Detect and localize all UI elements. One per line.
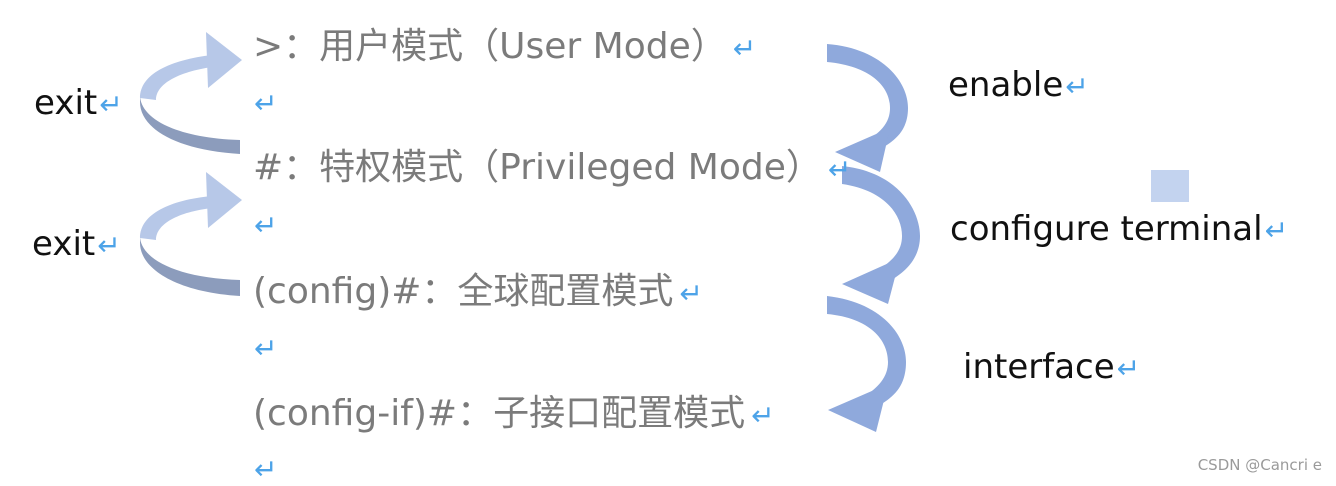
blank-line-return: ↵ xyxy=(254,332,278,365)
exit-arrow-2-lower-band xyxy=(140,236,240,296)
return-glyph: ↵ xyxy=(1065,70,1089,103)
exit-arrow-1-lower-band xyxy=(140,95,240,154)
configure-terminal-arrow-head xyxy=(842,258,900,304)
exit-arrow-2 xyxy=(140,172,242,296)
mode-line-user: >：用户模式（User Mode）↵ xyxy=(253,29,756,65)
configure-terminal-label: configure terminal↵ xyxy=(950,212,1288,246)
interface-label-text: interface xyxy=(963,347,1115,387)
exit-label-2: exit↵ xyxy=(32,227,121,261)
return-glyph: ↵ xyxy=(679,277,703,310)
mode-line-global-config: (config)#：全球配置模式↵ xyxy=(253,274,703,310)
return-glyph: ↵ xyxy=(732,32,757,65)
return-glyph: ↵ xyxy=(751,399,775,432)
mode-line-privileged: #：特权模式（Privileged Mode）↵ xyxy=(253,150,851,186)
interface-arrow xyxy=(827,296,906,432)
watermark: CSDN @Cancri e xyxy=(1197,456,1322,474)
return-glyph: ↵ xyxy=(1264,214,1289,247)
exit-label-2-text: exit xyxy=(32,224,96,264)
return-glyph: ↵ xyxy=(827,153,852,186)
exit-label-1: exit↵ xyxy=(34,86,123,120)
blank-line-return: ↵ xyxy=(254,209,278,242)
return-glyph: ↵ xyxy=(99,88,123,121)
exit-arrow-1-head xyxy=(206,32,242,88)
mode-global-config-text: (config)#：全球配置模式 xyxy=(253,271,674,312)
mode-line-subinterface-config: (config-if)#：子接口配置模式↵ xyxy=(253,396,775,432)
exit-label-1-text: exit xyxy=(34,83,98,123)
enable-arrow-head xyxy=(835,128,890,172)
enable-arrow xyxy=(827,44,908,172)
enable-label-text: enable xyxy=(948,65,1064,105)
exit-arrow-2-head xyxy=(206,172,242,228)
exit-arrow-2-upper-band xyxy=(140,196,212,240)
configure-terminal-arrow-body xyxy=(842,166,920,282)
return-glyph: ↵ xyxy=(97,229,121,262)
decorative-square xyxy=(1151,170,1189,202)
exit-arrow-1-upper-band xyxy=(140,55,212,100)
enable-label: enable↵ xyxy=(948,68,1089,102)
interface-label: interface↵ xyxy=(963,350,1140,384)
interface-arrow-body xyxy=(827,296,906,406)
enable-arrow-body xyxy=(827,44,908,150)
mode-privileged-text: #：特权模式（Privileged Mode） xyxy=(253,147,822,188)
mode-user-text: >：用户模式（User Mode） xyxy=(253,26,727,67)
exit-arrow-1 xyxy=(140,32,242,154)
configure-terminal-label-text: configure terminal xyxy=(950,209,1263,249)
interface-arrow-head xyxy=(828,384,888,432)
blank-line-return: ↵ xyxy=(254,453,278,486)
blank-line-return: ↵ xyxy=(254,87,278,120)
configure-terminal-arrow xyxy=(842,166,920,304)
mode-subinterface-config-text: (config-if)#：子接口配置模式 xyxy=(253,393,746,434)
return-glyph: ↵ xyxy=(1116,352,1141,385)
